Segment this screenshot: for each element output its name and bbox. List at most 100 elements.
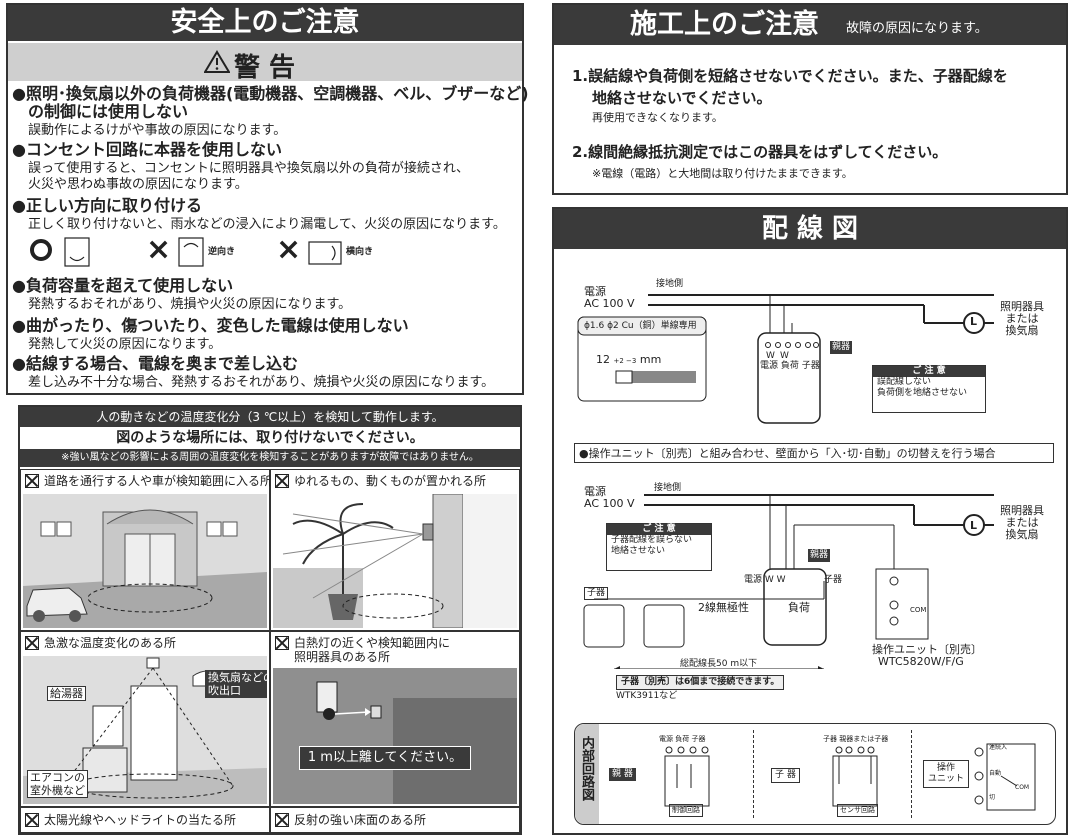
cell-sunlight: 太陽光線やヘッドライトの当たる所	[20, 807, 270, 833]
wiring-title: 配 線 図	[554, 209, 1066, 249]
construction-panel: 施工上のご注意 故障の原因になります。 1.誤結線や負荷側を短絡させないでくださ…	[552, 3, 1068, 195]
divider-2	[911, 730, 912, 818]
safety-item-2-body: 誤って使用すると、コンセントに照明器具や換気扇以外の負荷が接続され、	[28, 161, 469, 176]
term-power: 電源	[760, 361, 779, 371]
room-scene: 給湯器 換気扇などの 吹出口 エアコンの 室外機など	[23, 656, 267, 804]
safety-item-4-head: ●負荷容量を超えて使用しない	[12, 276, 234, 295]
sensor-note: ※強い風などの影響による周囲の温度変化を検知することがありますが故障ではありませ…	[20, 449, 520, 467]
construction-item1c: 再使用できなくなります。	[592, 111, 723, 124]
construction-item1b: 地絡させないでください。	[592, 89, 772, 107]
terminal-w-1: W	[766, 351, 775, 361]
internal-circuit-box: 内部回路図 親 器 電源 負荷 子器 制御回路 子器 親器または子器 子 器 セ…	[574, 723, 1056, 825]
term-load: 負荷	[780, 361, 799, 371]
construction-item1a: 1.誤結線や負荷側を短絡させないでください。また、子器配線を	[572, 67, 1008, 85]
lamp-label-2a: 照明器具	[1000, 504, 1044, 517]
wiring-panel: 配 線 図 接地側 電源 AC 100 V 照明器具 または 換気扇 L ϕ1.…	[552, 207, 1068, 835]
caution-title-1: ご 注 意	[873, 366, 985, 377]
fan-label: 換気扇などの 吹出口	[205, 670, 267, 698]
caution-box-1: ご 注 意 誤配線しない 負荷側を地絡させない	[872, 365, 986, 413]
cell-reflection: 反射の強い床面のある所	[270, 807, 520, 833]
unit-name: 操作ユニット〔別売〕	[872, 643, 982, 656]
caution-title-2: ご 注 意	[607, 524, 711, 535]
caution-1a: 誤配線しない	[877, 377, 932, 387]
com-label: COM	[910, 606, 927, 614]
x-box-icon	[275, 474, 289, 488]
x-box-icon	[25, 813, 39, 827]
construction-title: 施工上のご注意	[630, 9, 819, 40]
side-label: 横向き	[346, 247, 374, 257]
terminal-w-2: W	[780, 351, 789, 361]
warning-triangle-icon	[204, 50, 230, 73]
total-length: 総配線長50 m以下	[680, 659, 758, 669]
parent-circuit-label: 制御回路	[669, 804, 703, 817]
safety-item-3-head: ●正しい方向に取り付ける	[12, 196, 202, 215]
internal-parent-terms: 電源 負荷 子器	[659, 735, 706, 743]
caution-2b: 地絡させない	[611, 546, 666, 556]
sensor-sideways-icon	[308, 241, 342, 265]
cell-temp-caption: 急激な温度変化のある所	[44, 636, 177, 650]
terminal-labels: 電源 負荷 子器	[760, 361, 820, 372]
internal-label	[575, 724, 599, 824]
lamp-label-1: 照明器具 または 換気扇	[1000, 301, 1044, 337]
child-circuit-label: センサ回路	[837, 804, 878, 817]
ac-label-2: AC 100 V	[584, 497, 635, 510]
water-heater-label: 給湯器	[47, 686, 86, 701]
orientation-diagram: × 逆向き × 横向き	[28, 233, 408, 271]
sensor-reverse-icon	[178, 237, 204, 267]
strip-value: 12	[596, 353, 610, 366]
lamp-label-2: 照明器具 または 換気扇	[1000, 505, 1044, 541]
road-scene	[23, 494, 267, 628]
fan-label-line1: 換気扇などの	[208, 671, 267, 684]
parent-badge-1: 親器	[830, 341, 853, 354]
unit-in-label: 連続入	[989, 744, 1008, 751]
ac-label: エアコンの 室外機など	[27, 770, 88, 798]
construction-header: 施工上のご注意 故障の原因になります。	[554, 5, 1066, 45]
cell-moving: ゆれるもの、動くものが置かれる所	[270, 469, 520, 631]
cell-lamp-caption2: 照明器具のある所	[294, 650, 391, 664]
safety-item-5-body: 発熱して火災の原因になります。	[28, 337, 222, 352]
distance-label: 1 m以上離してください。	[299, 746, 471, 770]
divider-1	[753, 730, 754, 818]
construction-item2b: ※電線（電路）と大地間は取り付けたままできます。	[592, 167, 853, 180]
lamp-label-1c: 換気扇	[1005, 324, 1039, 337]
construction-item2a: 2.線間絶縁抵抗測定ではこの器具をはずしてください。	[572, 143, 948, 161]
sensor-line2: 図のような場所には、取り付けないでください。	[20, 427, 520, 449]
lamp-label-2c: 換気扇	[1005, 528, 1039, 541]
wiring-diagram-2	[583, 494, 994, 669]
ac-label-line2: 室外機など	[30, 784, 85, 797]
safety-item-6-head: ●結線する場合、電線を奥まで差し込む	[12, 354, 298, 373]
internal-child: 子 器	[771, 768, 800, 783]
unit-com-label: COM	[1015, 784, 1030, 791]
strip-length: 12 +2 −3 mm	[596, 353, 661, 368]
max-child: 子器〔別売〕は6個まで接続できます。	[616, 675, 785, 690]
safety-item-1-head2: の制御には使用しない	[28, 102, 189, 121]
lamp-l-2: L	[970, 519, 978, 532]
x-box-icon	[25, 474, 39, 488]
ac-label-1: AC 100 V	[584, 297, 635, 310]
ng-cross-1: ×	[146, 232, 172, 267]
safety-item-6-body: 差し込み不十分な場合、発熱するおそれがあり、焼損や火災の原因になります。	[28, 375, 495, 390]
internal-parent: 親 器	[609, 768, 636, 781]
cell-road-caption: 道路を通行する人や車が検知範囲に入る所	[44, 474, 273, 488]
strip-unit: mm	[639, 353, 662, 366]
unit-circuit-svg	[974, 743, 1036, 811]
lamp-label-2b: または	[1005, 516, 1039, 529]
power-label-1: 電源	[584, 285, 606, 298]
internal-unit: 操作 ユニット	[923, 760, 970, 788]
cell-reflection-caption: 反射の強い床面のある所	[294, 813, 427, 827]
safety-item-2-head: ●コンセント回路に本器を使用しない	[12, 140, 282, 159]
lamp-scene: 1 m以上離してください。	[273, 668, 517, 804]
wiring-diagram-1	[577, 294, 994, 424]
ng-cross-2: ×	[276, 232, 302, 267]
construction-subtitle: 故障の原因になります。	[846, 21, 988, 36]
ok-circle-icon	[30, 239, 52, 261]
safety-item-1-head: ●照明･換気扇以外の負荷機器(電動機器、空調機器、ベル、ブザーなど)	[12, 84, 529, 103]
load-label: 負荷	[788, 601, 810, 614]
parent-badge-2: 親器	[808, 549, 831, 562]
caution-2a: 子器配線を誤らない	[611, 535, 693, 545]
safety-title: 安全上のご注意	[8, 5, 522, 41]
safety-item-4-body: 発熱するおそれがあり、焼損や火災の原因になります。	[28, 297, 352, 312]
child-model: WTK3911など	[616, 691, 678, 701]
power-w-label: 電源 W W	[744, 575, 786, 585]
wire-spec: ϕ1.6 ϕ2 Cu（銅）単線専用	[584, 321, 697, 331]
